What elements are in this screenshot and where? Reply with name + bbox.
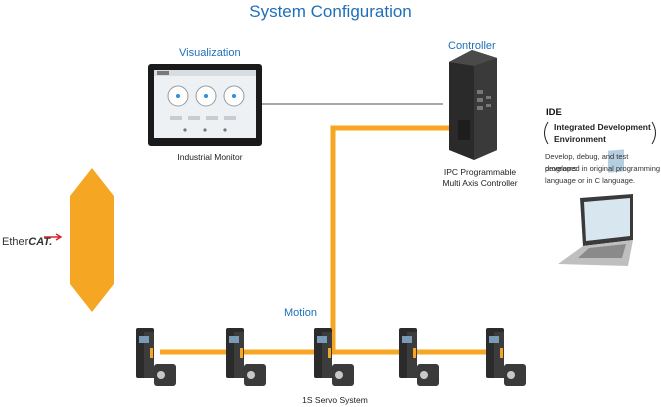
servo-unit-2 — [226, 328, 266, 386]
controller-label: Controller — [448, 40, 496, 52]
servo-system-label: 1S Servo System — [302, 395, 368, 405]
ide-description-line3: language or in C language. — [545, 176, 636, 185]
servo-unit-1 — [136, 328, 176, 386]
ide-title: IDE — [546, 107, 562, 118]
industrial-monitor-icon — [148, 64, 262, 146]
laptop-icon — [558, 149, 633, 266]
ide-subtitle-line2: Environment — [554, 134, 606, 144]
servo-unit-5 — [486, 328, 526, 386]
ethercat-arrow — [70, 168, 114, 312]
ide-right-bracket — [651, 121, 656, 145]
ethercat-logo-arrow — [44, 233, 63, 241]
ethercat-network-line — [330, 125, 449, 352]
ide-description-line1: Develop, debug, and test programs — [545, 152, 629, 173]
ide-left-bracket — [544, 121, 549, 145]
visualization-label: Visualization — [179, 47, 241, 59]
industrial-monitor-label: Industrial Monitor — [177, 152, 243, 162]
controller-icon — [449, 50, 497, 160]
page-title: System Configuration — [249, 2, 412, 21]
motion-label: Motion — [284, 307, 318, 319]
servo-unit-3 — [314, 328, 354, 386]
ide-subtitle-line1: Integrated Development — [554, 122, 651, 132]
ide-description-line2: developed in original programming — [545, 164, 661, 173]
ethercat-logo: EtherCAT. — [2, 236, 52, 248]
controller-device-line1: IPC Programmable — [443, 167, 517, 177]
servo-unit-4 — [399, 328, 439, 386]
controller-device-line2: Multi Axis Controller — [442, 178, 518, 188]
